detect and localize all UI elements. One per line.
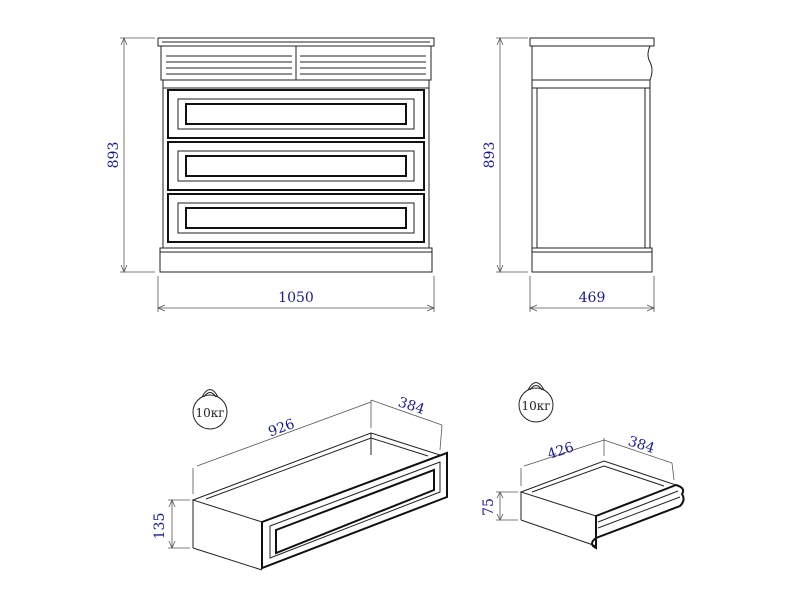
front-plinth <box>159 247 433 273</box>
front-width-label: 1050 <box>278 290 314 306</box>
side-view: 893 469 <box>482 36 656 312</box>
small-drawer-depth-label: 384 <box>626 433 656 457</box>
front-drawer-1 <box>167 89 425 139</box>
front-body <box>162 87 430 249</box>
small-drawer-weight: 10кг <box>521 399 550 413</box>
small-drawer-front <box>591 483 685 550</box>
large-drawer-view: 10кг 926 384 135 <box>152 389 448 571</box>
front-view: 893 1050 <box>106 36 436 312</box>
side-depth-label: 469 <box>579 290 606 306</box>
side-height-label: 893 <box>482 142 498 169</box>
front-height-label: 893 <box>106 142 122 169</box>
large-drawer-front <box>261 451 448 570</box>
large-drawer-length-label: 926 <box>266 416 297 440</box>
small-drawer-height-label: 75 <box>481 498 497 516</box>
small-drawer-view: 10кг 426 384 75 <box>481 382 685 550</box>
large-drawer-depth-label: 384 <box>396 394 426 418</box>
large-drawer-weight: 10кг <box>195 406 224 420</box>
weight-icon: 10кг <box>518 382 554 423</box>
front-drawer-2 <box>167 141 425 191</box>
small-drawer-length-label: 426 <box>546 439 576 463</box>
weight-icon: 10кг <box>192 389 228 430</box>
front-drawer-3 <box>167 193 425 243</box>
side-top-cornice <box>529 37 655 47</box>
large-drawer-height-label: 135 <box>152 513 168 540</box>
side-body <box>531 87 651 249</box>
side-plinth <box>531 247 653 273</box>
